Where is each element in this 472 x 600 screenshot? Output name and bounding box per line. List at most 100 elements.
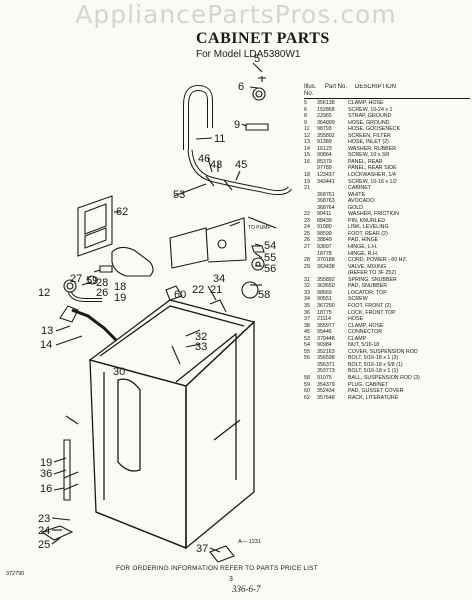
part-description: HOSE, GOOSENECK (348, 126, 401, 133)
part-ill-no: 8 (304, 113, 307, 120)
part-number: 16123 (317, 145, 332, 152)
to-pump-label: TO PUMP (248, 225, 271, 231)
part-description: BOLT, 5/16-18 x 1 (1) (348, 368, 399, 375)
callout-30: 30 (113, 366, 125, 378)
part-ill-no: 23 (304, 217, 310, 224)
part-ill-no: 6 (304, 106, 307, 113)
callout-33: 33 (195, 341, 207, 353)
part-ill-no: 15 (304, 152, 310, 159)
callout-26: 26 (96, 287, 108, 299)
part-description: SCREW, 10-24 x 1 (348, 106, 393, 113)
callout-55: 55 (264, 252, 276, 264)
callout-16: 16 (40, 483, 52, 495)
part-number: 367290 (317, 302, 335, 309)
part-ill-no: 22 (304, 211, 310, 218)
part-ill-no: 14 (304, 145, 310, 152)
callout-37: 37 (196, 543, 208, 555)
callout-14: 14 (40, 339, 52, 351)
literature-rack (77, 195, 113, 257)
part-number: 368764 (317, 204, 335, 211)
part-description: CLAMP, HOSE (348, 100, 384, 106)
part-number: 18775 (317, 309, 332, 316)
part-description: LOCATOR, TOP (348, 289, 387, 296)
part-description: SCREW, 10-16 x 1/2 (348, 178, 397, 185)
header-ill-no: Illus. No. (304, 84, 317, 97)
callout-34: 34 (213, 273, 225, 285)
part-number: 356138 (317, 100, 335, 106)
callout-53: 53 (173, 189, 185, 201)
part-description: HINGE, L.H. (348, 244, 378, 251)
ground-strap (245, 123, 269, 131)
cabinet (88, 299, 256, 550)
callout-62: 62 (116, 206, 128, 218)
header-part-no: Part No. (325, 84, 348, 90)
part-description: HINGE, R.H. (348, 250, 379, 257)
part-description: (REFER TO 3F 252) (348, 270, 397, 277)
reference-number: 372790 (6, 571, 25, 577)
part-number: 98669 (317, 289, 332, 296)
part-number: 123437 (317, 172, 335, 179)
part-description: LOCK, FRONT TOP (348, 309, 396, 316)
part-number: 370448 (317, 335, 335, 342)
callout-32: 32 (195, 331, 207, 343)
part-description: BOLT, 5/16-18 x 5/8 (1) (348, 361, 403, 368)
part-ill-no: 62 (304, 394, 310, 401)
part-number: 91389 (317, 139, 332, 146)
callout-28: 28 (96, 277, 108, 289)
part-description: PAD, HINGE (348, 237, 379, 244)
part-ill-no: 16 (304, 158, 310, 165)
part-ill-no: 53 (304, 335, 310, 342)
front-foot (209, 545, 235, 563)
part-ill-no: 54 (304, 342, 310, 349)
callout-27: 27 (70, 273, 82, 285)
title-block: CABINET PARTS For Model LDA5380W1 (196, 30, 330, 60)
suspension-rod-ball (241, 281, 259, 299)
part-description: COVER, SUSPENSION ROD (348, 348, 418, 355)
part-ill-no: 60 (304, 388, 310, 395)
part-description: FOOT, FRONT (2) (348, 302, 392, 309)
part-description: CORD, POWER - 60 HZ. (348, 257, 408, 264)
callout-54: 54 (264, 240, 276, 252)
part-ill-no: 36 (304, 309, 310, 316)
part-number: 352434 (317, 388, 335, 395)
part-description: HOSE, GROUND (348, 119, 390, 126)
part-ill-no: 35 (304, 302, 310, 309)
callout-5: 5 (254, 53, 260, 65)
hose-clamp (252, 87, 266, 101)
part-number: 353773 (317, 368, 335, 375)
part-ill-no: 56 (304, 355, 310, 362)
parts-row: 36 18775 LOCK, FRONT TOP (304, 310, 470, 317)
part-description: GOLD (348, 204, 364, 211)
part-ill-no: 37 (304, 316, 310, 323)
callout-45: 45 (235, 159, 247, 171)
part-description: CONNECTOR (348, 329, 383, 336)
part-number: 22965 (317, 113, 332, 120)
callout-11: 11 (214, 133, 225, 145)
callout-58: 58 (258, 289, 270, 301)
part-description: LINK, LEVELING (348, 224, 389, 231)
